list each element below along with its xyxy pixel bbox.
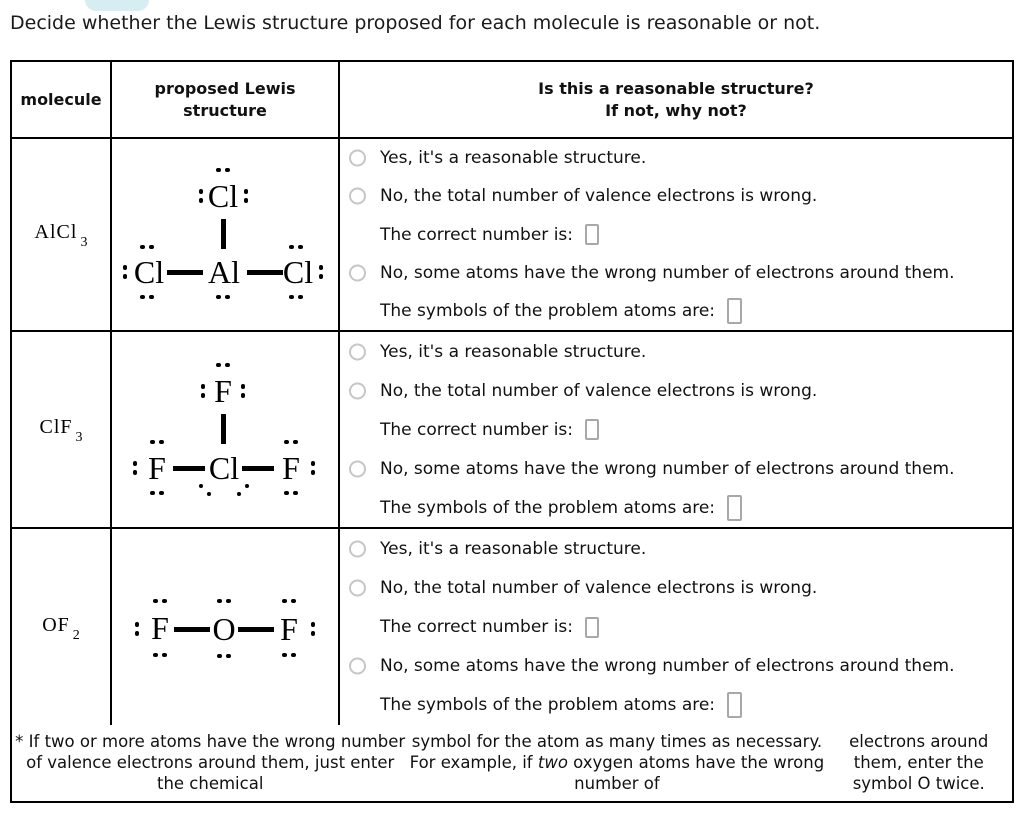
correct-number-line: The correct number is: [340,607,1012,646]
option-no-atoms: No, some atoms have the wrong number of … [340,254,1012,292]
top-tab-remnant [85,0,149,11]
atom-cl: Cl [207,178,239,214]
atom-cl: Cl [208,450,240,486]
atom-f: F [151,610,169,646]
header-question: Is this a reasonable structure? If not, … [340,62,1012,137]
correct-number-input[interactable] [585,616,600,638]
option-no-total: No, the total number of valence electron… [340,568,1012,607]
molecule-subscript: 2 [72,627,80,643]
footnote-line: electrons around them, enter the symbol … [849,732,989,793]
atom-cl: Cl [282,254,314,290]
option-no-total-label: No, the total number of valence electron… [380,186,818,207]
bond-line [247,269,283,275]
footnote-line: * If two or more atoms have the wrong nu… [15,732,406,793]
correct-number-line: The correct number is: [340,215,1012,253]
page-title: Decide whether the Lewis structure propo… [10,12,821,34]
problem-atoms-input[interactable] [727,494,743,521]
atom-f: F [214,373,232,409]
bond-line [242,465,274,471]
option-no-atoms: No, some atoms have the wrong number of … [340,647,1012,686]
correct-number-label: The correct number is: [380,617,574,637]
radio-yes[interactable] [349,149,366,167]
option-no-total-label: No, the total number of valence electron… [380,577,818,598]
correct-number-label: The correct number is: [380,419,574,440]
header-proposed-structure: proposed Lewis structure [112,62,340,137]
bond-line [167,269,203,275]
molecule-base: OF [42,613,70,636]
option-yes: Yes, it's a reasonable structure. [340,332,1012,371]
atom-al: Al [208,254,240,290]
atom-f: F [282,450,300,486]
option-yes-label: Yes, it's a reasonable structure. [380,538,647,559]
correct-number-label: The correct number is: [380,224,574,245]
header-question-line1: Is this a reasonable structure? [538,78,814,98]
atom-f: F [148,450,166,486]
answer-options: Yes, it's a reasonable structure. No, th… [340,529,1012,725]
molecule-subscript: 3 [75,430,83,445]
bond-line [220,414,226,444]
header-molecule: molecule [12,62,112,137]
question-table: molecule proposed Lewis structure Is thi… [10,60,1014,803]
problem-atoms-line: The symbols of the problem atoms are: [340,686,1012,725]
radio-no-wrong-atoms[interactable] [349,264,366,282]
problem-atoms-label: The symbols of the problem atoms are: [380,695,716,716]
bond-line [173,465,205,471]
radio-yes[interactable] [349,343,366,360]
answer-options: Yes, it's a reasonable structure. No, th… [340,332,1012,527]
option-no-atoms-label: No, some atoms have the wrong number of … [380,262,955,283]
molecule-subscript: 3 [80,235,88,250]
bond-line [174,626,210,632]
option-no-total: No, the total number of valence electron… [340,371,1012,410]
footnote: * If two or more atoms have the wrong nu… [12,725,1012,801]
header-row: molecule proposed Lewis structure Is thi… [12,62,1012,139]
option-no-atoms-label: No, some atoms have the wrong number of … [380,656,955,677]
option-yes: Yes, it's a reasonable structure. [340,139,1012,177]
bond-line [220,219,226,249]
bond-line [238,626,274,632]
option-yes-label: Yes, it's a reasonable structure. [380,148,647,169]
radio-no-total-electrons[interactable] [349,382,366,399]
radio-no-wrong-atoms[interactable] [349,657,366,675]
option-no-total: No, the total number of valence electron… [340,177,1012,215]
answer-options: Yes, it's a reasonable structure. No, th… [340,139,1012,330]
correct-number-input[interactable] [585,224,600,245]
footnote-line: symbol for the atom as many times as nec… [409,732,825,793]
lewis-structure-drawing: F F Cl F [112,332,340,527]
problem-atoms-input[interactable] [727,297,743,324]
correct-number-line: The correct number is: [340,410,1012,449]
molecule-base: AlCl [34,221,78,243]
header-question-line2: If not, why not? [605,100,747,120]
option-no-atoms-label: No, some atoms have the wrong number of … [380,458,955,479]
molecule-base: ClF [39,416,73,438]
option-yes: Yes, it's a reasonable structure. [340,529,1012,568]
radio-no-wrong-atoms[interactable] [349,460,366,477]
atom-o: O [212,611,236,647]
problem-atoms-line: The symbols of the problem atoms are: [340,292,1012,330]
atom-cl: Cl [133,254,165,290]
radio-yes[interactable] [349,540,366,558]
problem-atoms-label: The symbols of the problem atoms are: [380,300,716,321]
problem-atoms-line: The symbols of the problem atoms are: [340,488,1012,527]
correct-number-input[interactable] [585,419,600,440]
problem-atoms-input[interactable] [727,692,743,719]
problem-atoms-label: The symbols of the problem atoms are: [380,497,716,518]
radio-no-total-electrons[interactable] [349,579,366,597]
option-no-atoms: No, some atoms have the wrong number of … [340,449,1012,488]
atom-f: F [280,611,298,647]
option-no-total-label: No, the total number of valence electron… [380,380,818,401]
option-yes-label: Yes, it's a reasonable structure. [380,341,647,362]
radio-no-total-electrons[interactable] [349,187,366,205]
